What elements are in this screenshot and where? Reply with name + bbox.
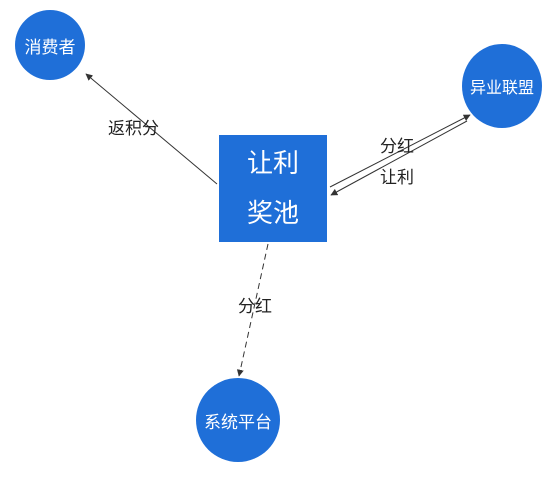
alliance-label: 异业联盟 [469,78,534,97]
reward-pool-line1: 让利 [246,148,299,179]
edge-pool-to-platform [236,243,269,377]
platform-label: 系统平台 [204,412,272,433]
alliance-node: 异业联盟 [462,44,542,128]
platform-node: 系统平台 [196,378,280,462]
consumer-label: 消费者 [24,37,76,58]
reward-pool-line2: 奖池 [246,198,299,229]
edge-label-dividend-platform: 分红 [238,297,272,317]
edge-label-profit-share: 让利 [380,168,414,188]
edge-label-dividend-alliance: 分红 [380,137,414,157]
edge-label-rebate-points: 返积分 [108,119,159,139]
edge-pool-to-consumer [85,73,218,185]
reward-pool-node: 让利 奖池 [219,135,327,242]
consumer-node: 消费者 [15,10,85,80]
edge-pool-to-alliance [329,114,471,188]
edge-alliance-to-pool [330,120,468,196]
